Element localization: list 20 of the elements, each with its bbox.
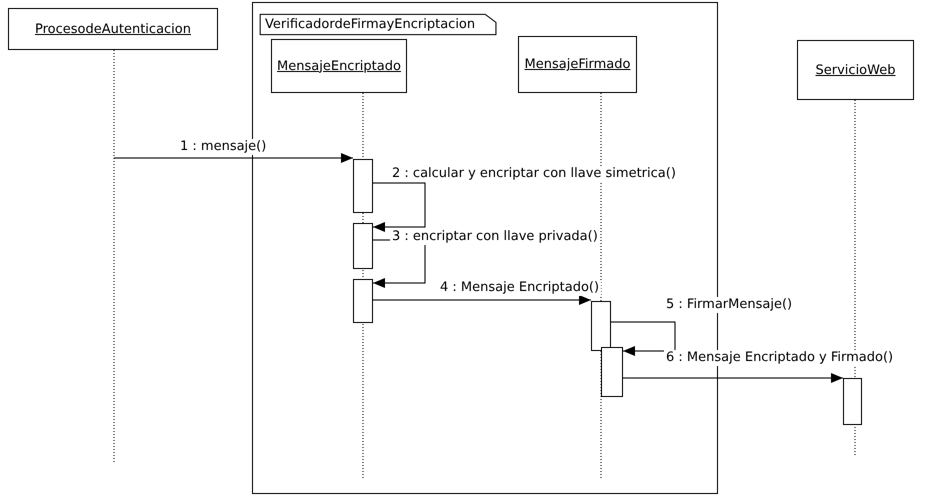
- lifeline-name: ServicioWeb: [816, 62, 896, 78]
- message-label: 4 : Mensaje Encriptado(): [438, 280, 602, 296]
- activation-bar: [353, 279, 373, 323]
- frame-title: VerificadordeFirmayEncriptacion: [259, 14, 498, 35]
- lifeline-name: MensajeEncriptado: [277, 58, 401, 74]
- message-arrow: [114, 153, 354, 163]
- activation-bar: [843, 378, 862, 425]
- lifeline-name: ProcesodeAutenticacion: [35, 22, 191, 36]
- message-arrow: [622, 373, 844, 383]
- activation-bar: [353, 223, 373, 269]
- lifeline-name: MensajeFirmado: [524, 57, 630, 72]
- message-label: 2 : calcular y encriptar con llave simetrica(): [390, 166, 678, 182]
- message-arrow: [372, 182, 426, 232]
- activation-bar: [591, 301, 611, 351]
- activation-bar: [601, 347, 623, 397]
- message-arrow: [372, 295, 592, 305]
- message-label: 3 : encriptar con llave privada(): [390, 229, 600, 245]
- message-arrow: [610, 322, 676, 356]
- activation-bar: [353, 159, 373, 213]
- message-label: 1 : mensaje(): [178, 139, 268, 155]
